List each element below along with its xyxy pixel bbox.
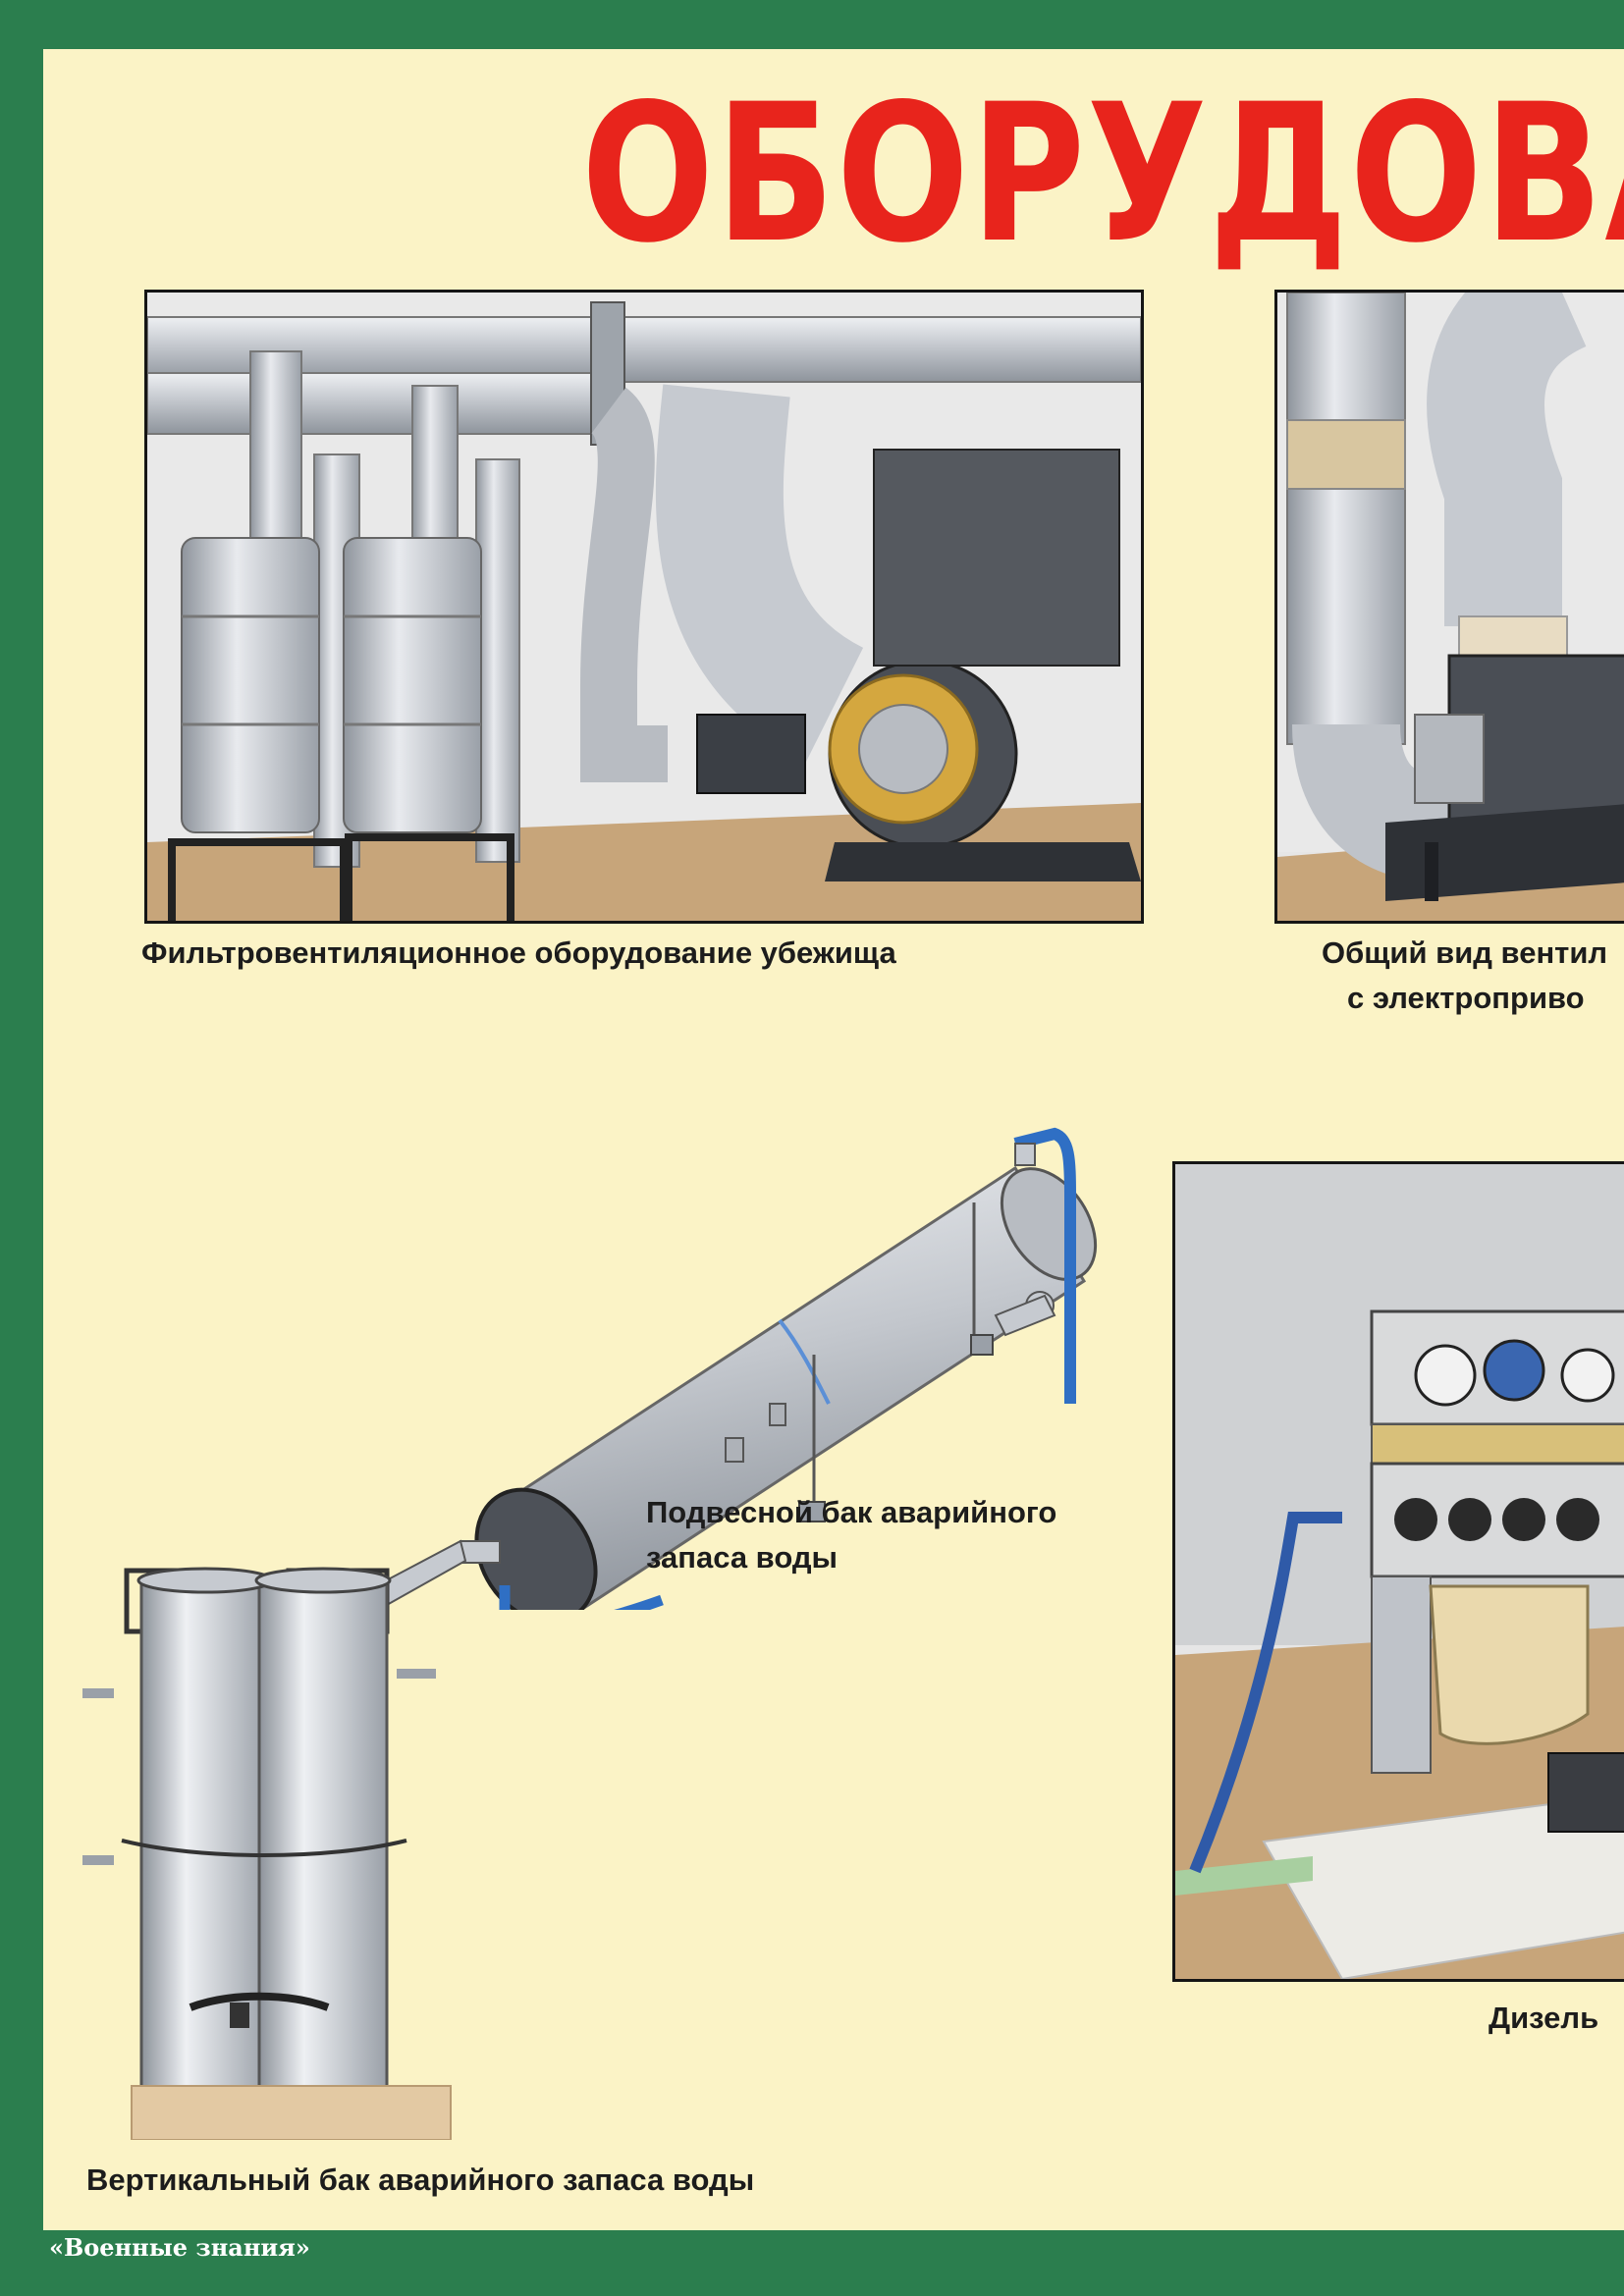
- fan-unit-caption-line1: Общий вид вентил: [1322, 935, 1608, 970]
- poster-title: ОБОРУДОВАН: [581, 63, 1624, 285]
- filter-ventilation-caption: Фильтровентиляционное оборудование убежи…: [141, 935, 896, 970]
- hanging-water-tank-illustration: [367, 1050, 1113, 1610]
- filter-ventilation-illustration: [144, 290, 1144, 924]
- footer-bar: [0, 2230, 1624, 2296]
- diesel-generator-illustration: [1172, 1161, 1624, 1982]
- filter-ventilation-drawing: [147, 293, 1141, 921]
- vertical-tank-caption: Вертикальный бак аварийного запаса воды: [86, 2163, 755, 2197]
- fan-unit-illustration: [1274, 290, 1624, 924]
- fan-unit-drawing: [1277, 293, 1624, 921]
- diesel-drawing: [1175, 1164, 1624, 1979]
- publisher-label: «Военные знания»: [49, 2233, 310, 2262]
- fan-unit-caption-line2: с электроприво: [1347, 981, 1585, 1015]
- vertical-water-tank-illustration: [82, 1541, 465, 2140]
- hanging-tank-caption-line1: Подвесной бак аварийного: [646, 1495, 1057, 1529]
- hanging-tank-caption-line2: запаса воды: [646, 1540, 839, 1575]
- diesel-caption: Дизель: [1489, 2001, 1599, 2035]
- poster-sheet: ОБОРУДОВАН: [43, 49, 1624, 2230]
- hanging-tank-drawing: [375, 1127, 1098, 1610]
- vertical-tank-drawing: [82, 1567, 452, 2140]
